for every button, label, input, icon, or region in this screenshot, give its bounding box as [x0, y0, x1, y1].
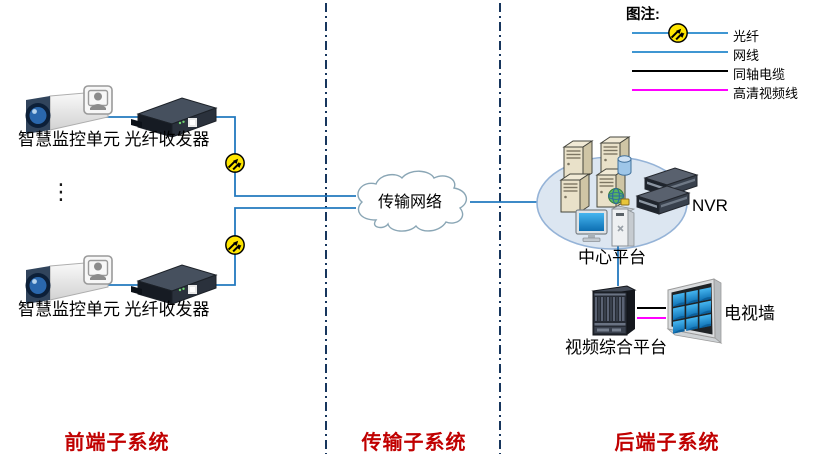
center-platform-label: 中心平台	[578, 248, 646, 267]
key-icon	[620, 198, 630, 206]
legend-label-network: 网线	[733, 48, 760, 63]
legend-title: 图注:	[626, 7, 660, 23]
transceiver-label-top: 光纤收发器	[124, 130, 210, 149]
database-icon	[617, 155, 632, 176]
legend-label-hd-video: 高清视频线	[733, 86, 799, 101]
legend-label-fiber: 光纤	[733, 29, 760, 44]
camera-icon	[25, 255, 113, 304]
legend-hd-video-line	[632, 89, 728, 91]
camera-icon	[25, 85, 113, 134]
cloud-label: 传输网络	[377, 194, 443, 211]
section-label-backend: 后端子系统	[614, 432, 720, 454]
transceiver-label-bottom: 光纤收发器	[124, 300, 210, 319]
camera-label-bottom: 智慧监控单元	[18, 300, 120, 319]
server-cluster-icon	[560, 136, 632, 213]
video-platform-label: 视频综合平台	[565, 338, 667, 357]
fiber-transceiver-icon	[131, 97, 218, 138]
fiber-transceiver-icon	[131, 264, 218, 305]
server-tower-icon	[563, 140, 593, 180]
video-platform-icon	[591, 285, 637, 336]
legend-network-line	[632, 51, 728, 53]
globe-icon	[608, 188, 630, 206]
section-label-transmission: 传输子系统	[361, 432, 467, 454]
person-detect-badge-icon	[83, 85, 113, 115]
section-label-frontend: 前端子系统	[64, 432, 170, 454]
tv-wall-label: 电视墙	[724, 304, 775, 323]
more-units-ellipsis: ⋮	[50, 179, 72, 204]
fiber-splice-icon	[224, 234, 246, 256]
fiber-splice-icon	[667, 22, 689, 44]
nvr-label: NVR	[692, 196, 728, 215]
camera-label-top: 智慧监控单元	[18, 130, 120, 149]
person-detect-badge-icon	[83, 255, 113, 285]
legend-coax-line	[632, 70, 728, 72]
fiber-splice-icon	[224, 152, 246, 174]
nvr-icon	[636, 167, 698, 215]
legend-label-coax: 同轴电缆	[733, 67, 786, 82]
cloud-shape	[357, 170, 468, 232]
workstation-icon	[575, 205, 636, 247]
tv-wall-icon	[666, 278, 723, 344]
